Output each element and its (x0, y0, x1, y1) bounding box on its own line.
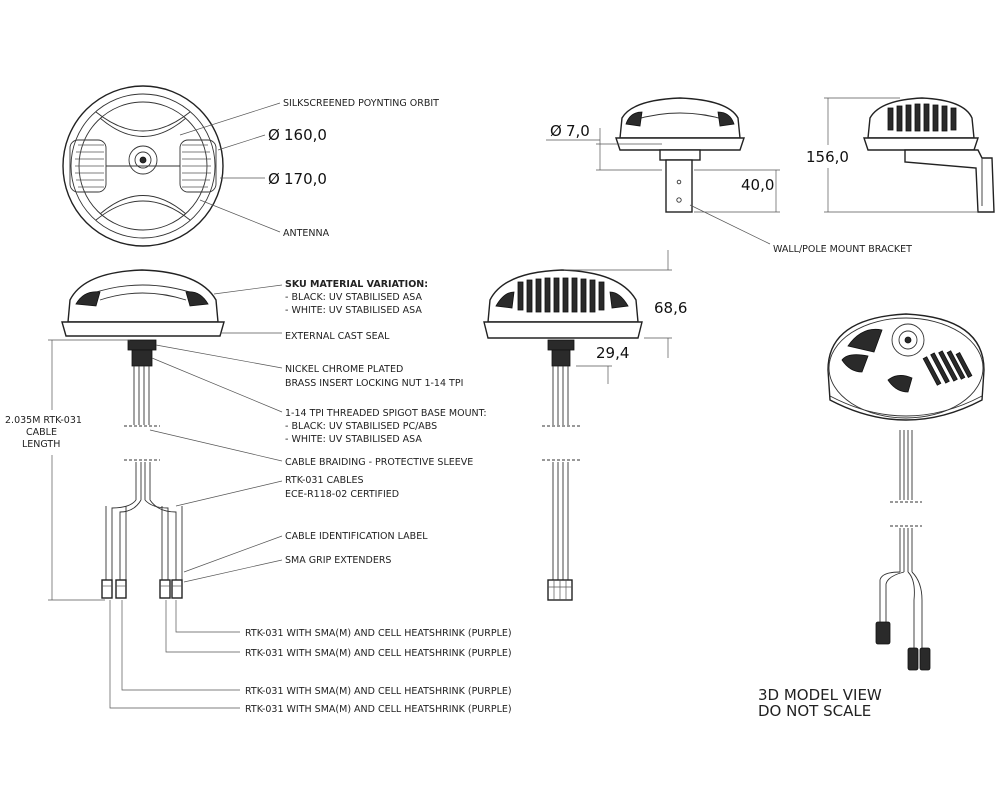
front-view-antenna (483, 269, 643, 601)
side-bracket-dims (824, 97, 978, 213)
callout-cables-1: RTK-031 CABLES (285, 475, 364, 486)
dim-diameter-symbol-2: Ø (268, 170, 280, 188)
bracket-view-antenna (615, 97, 745, 213)
sku-white: - WHITE: UV STABILISED ASA (285, 305, 422, 316)
callout-sma-grip: SMA GRIP EXTENDERS (285, 555, 391, 566)
top-view-leaders (179, 102, 281, 233)
note-3d-model: 3D MODEL VIEW (758, 686, 882, 704)
callout-rtk-1: RTK-031 WITH SMA(M) AND CELL HEATSHRINK … (245, 628, 512, 639)
callout-rtk-2: RTK-031 WITH SMA(M) AND CELL HEATSHRINK … (245, 648, 512, 659)
top-view-antenna (62, 85, 224, 247)
callout-rtk-3: RTK-031 WITH SMA(M) AND CELL HEATSHRINK … (245, 686, 512, 697)
cable-length-dim (48, 339, 130, 601)
callout-braiding: CABLE BRAIDING - PROTECTIVE SLEEVE (285, 457, 473, 468)
dim-diameter-symbol-1: Ø (268, 126, 280, 144)
side-bracket-view (863, 97, 995, 213)
sku-title: SKU MATERIAL VARIATION: (285, 279, 428, 290)
callout-antenna: ANTENNA (283, 228, 330, 239)
callout-id-label: CABLE IDENTIFICATION LABEL (285, 531, 428, 542)
callout-spigot-3: - WHITE: UV STABILISED ASA (285, 434, 422, 445)
callout-spigot-2: - BLACK: UV STABILISED PC/ABS (285, 421, 437, 432)
front-view-dims (564, 250, 672, 384)
callout-bracket: WALL/POLE MOUNT BRACKET (773, 244, 912, 255)
callout-cables-2: ECE-R118-02 CERTIFIED (285, 489, 399, 500)
callout-nut-2: BRASS INSERT LOCKING NUT 1-14 TPI (285, 378, 463, 389)
side-view-antenna (61, 269, 225, 599)
dim-29: 29,4 (596, 344, 629, 362)
side-view-leaders (109, 284, 283, 709)
callout-cast-seal: EXTERNAL CAST SEAL (285, 331, 390, 342)
dim-68: 68,6 (654, 299, 687, 317)
callout-nut-1: NICKEL CHROME PLATED (285, 364, 403, 375)
dim-170: 170,0 (284, 170, 327, 188)
callout-rtk-4: RTK-031 WITH SMA(M) AND CELL HEATSHRINK … (245, 704, 512, 715)
note-do-not-scale: DO NOT SCALE (758, 702, 871, 720)
callout-spigot-1: 1-14 TPI THREADED SPIGOT BASE MOUNT: (285, 408, 487, 419)
dim-40: 40,0 (741, 176, 774, 194)
dim-160: 160,0 (284, 126, 327, 144)
bracket-view-dims (546, 128, 780, 245)
sku-black: - BLACK: UV STABILISED ASA (285, 292, 422, 303)
dim-7: 7,0 (566, 122, 590, 140)
dim-156: 156,0 (806, 148, 849, 166)
dim-diameter-symbol-3: Ø (550, 122, 562, 140)
cable-length-2: CABLE (26, 427, 57, 438)
3d-model-view (827, 313, 985, 671)
cable-length-3: LENGTH (22, 439, 60, 450)
callout-silkscreen: SILKSCREENED POYNTING ORBIT (283, 98, 439, 109)
cable-length-1: 2.035M RTK-031 (5, 415, 82, 426)
